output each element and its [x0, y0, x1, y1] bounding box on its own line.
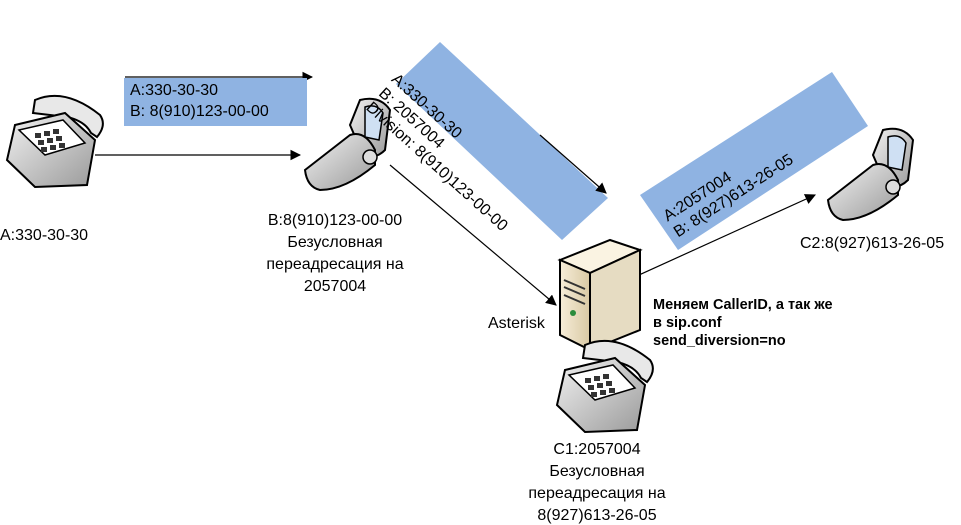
phone-c1-label: C1:2057004 Безусловная переадресация на …: [500, 439, 694, 525]
phone-b-label: B:8(910)123-00-00 Безусловная переадреса…: [240, 210, 430, 298]
desk-phone-icon: [5, 94, 104, 189]
arrow-b-to-asterisk: [389, 164, 557, 306]
arrow-asterisk-to-c2: [616, 194, 816, 286]
asterisk-note: Меняем CallerID, а так же в sip.conf sen…: [653, 296, 833, 350]
phone-c1-desc: Безусловная: [549, 463, 645, 480]
message-box-a-to-b: A:330-30-30 B: 8(910)123-00-00: [124, 78, 307, 126]
note-line: send_diversion=no: [653, 333, 786, 349]
note-line: в sip.conf: [653, 315, 722, 331]
message-band-b-to-asterisk: [396, 42, 608, 240]
server-label: Asterisk: [488, 315, 545, 332]
phone-c1-desc: переадресация на: [528, 485, 666, 502]
phone-a-label: A:330-30-30: [0, 227, 89, 244]
desk-phone-icon: [555, 339, 654, 434]
phone-c2-label: C2:8(927)613-26-05: [800, 235, 945, 252]
phone-b-desc: переадресация на: [266, 256, 404, 273]
mobile-phone-icon: [303, 97, 392, 192]
server-icon: [557, 238, 643, 352]
arrow-b-to-asterisk-header: [539, 134, 607, 194]
mobile-phone-icon: [826, 127, 915, 222]
note-line: Меняем CallerID, а так же: [653, 297, 833, 313]
phone-b-desc: Безусловная: [287, 234, 383, 251]
message-band-asterisk-to-c2: [640, 72, 868, 250]
message-line: A:330-30-30: [130, 82, 219, 99]
phone-c1-number: C1:2057004: [553, 441, 641, 458]
message-line: B: 8(910)123-00-00: [130, 103, 269, 120]
phone-c1-desc: 8(927)613-26-05: [537, 507, 657, 524]
phone-b-desc: 2057004: [303, 278, 367, 295]
phone-b-number: B:8(910)123-00-00: [267, 212, 403, 229]
